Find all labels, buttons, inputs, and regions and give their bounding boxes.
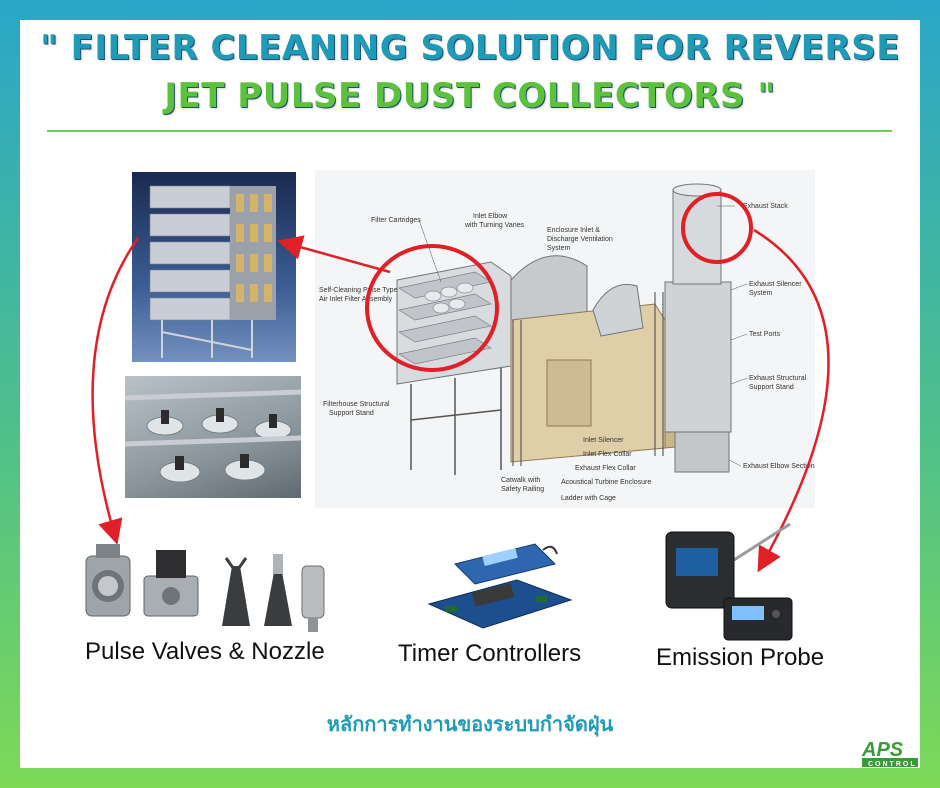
label-exhaust-structural: Exhaust Structural (749, 375, 807, 382)
label-enclosure-inlet-3: System (547, 245, 571, 252)
label-enclosure-inlet: Enclosure Inlet & (547, 227, 600, 234)
aps-control-logo: APS CONTROL (861, 739, 918, 768)
nozzle-plenum-photo (125, 376, 301, 498)
arrow-to-pulse-valves (91, 237, 140, 545)
arrow-to-filter-rack (277, 235, 391, 274)
title-line-2: JET PULSE DUST COLLECTORS " (164, 76, 776, 116)
turbine-enclosure-diagram: Filter Cartridges Inlet Elbow with Turni… (315, 170, 815, 508)
label-timer-controllers: Timer Controllers (398, 640, 582, 667)
emission-probe-photo (665, 522, 793, 641)
nozzle-icon (222, 554, 325, 632)
title-line-1: " FILTER CLEANING SOLUTION FOR REVERSE (40, 28, 900, 68)
label-filterhouse-2: Support Stand (329, 410, 374, 417)
nozzle-plenum-icon (125, 389, 301, 483)
label-exhaust-stack: Exhaust Stack (743, 203, 788, 210)
arrow-to-emission-probe (753, 228, 830, 573)
label-test-ports: Test Ports (749, 331, 781, 338)
filter-highlight-circle (365, 244, 499, 372)
logo-main-text: APS (861, 739, 904, 761)
label-inlet-flex-collar: Inlet Flex Collar (583, 451, 632, 458)
emission-probe-icon (665, 522, 793, 641)
stack-highlight-circle (681, 192, 753, 264)
thai-caption: หลักการทำงานของระบบกำจัดฝุ่น (326, 712, 614, 736)
label-self-cleaning: Self-Cleaning Pulse Type (319, 287, 398, 294)
highlight-overlay (91, 192, 830, 573)
poster-card: " FILTER CLEANING SOLUTION FOR REVERSE J… (20, 20, 920, 768)
label-ladder: Ladder with Cage (561, 495, 616, 502)
filter-rack-photo (132, 172, 296, 362)
timer-board-photo (427, 543, 573, 629)
label-emission-probe: Emission Probe (656, 644, 825, 671)
pulse-valve-icon (85, 544, 199, 617)
pulse-valve-photo (85, 544, 325, 632)
label-exhaust-silencer: Exhaust Silencer (749, 281, 802, 288)
label-filterhouse: Filterhouse Structural (323, 401, 390, 408)
label-pulse-valves: Pulse Valves & Nozzle (85, 638, 325, 665)
label-acoustical: Acoustical Turbine Enclosure (561, 479, 651, 486)
label-catwalk: Catwalk with (501, 477, 540, 484)
label-filter-cartridges: Filter Cartridges (371, 217, 421, 224)
label-exhaust-silencer-2: System (749, 290, 773, 297)
label-exhaust-elbow: Exhaust Elbow Section (743, 463, 815, 470)
label-exhaust-structural-2: Support Stand (749, 384, 794, 391)
label-enclosure-inlet-2: Discharge Ventilation (547, 236, 613, 243)
label-inlet-elbow-2: with Turning Vanes (464, 222, 525, 229)
enclosure-illustration: Filter Cartridges Inlet Elbow with Turni… (319, 183, 815, 502)
timer-board-icon (427, 543, 573, 629)
logo-sub-text: CONTROL (868, 761, 917, 768)
filter-rack-icon (149, 185, 276, 358)
label-exhaust-flex-collar: Exhaust Flex Collar (575, 465, 636, 472)
label-self-cleaning-2: Air Inlet Filter Assembly (319, 296, 393, 303)
label-inlet-elbow: Inlet Elbow (473, 213, 508, 220)
label-catwalk-2: Safety Railing (501, 486, 544, 493)
label-inlet-silencer: Inlet Silencer (583, 437, 624, 444)
title-divider (47, 130, 892, 132)
